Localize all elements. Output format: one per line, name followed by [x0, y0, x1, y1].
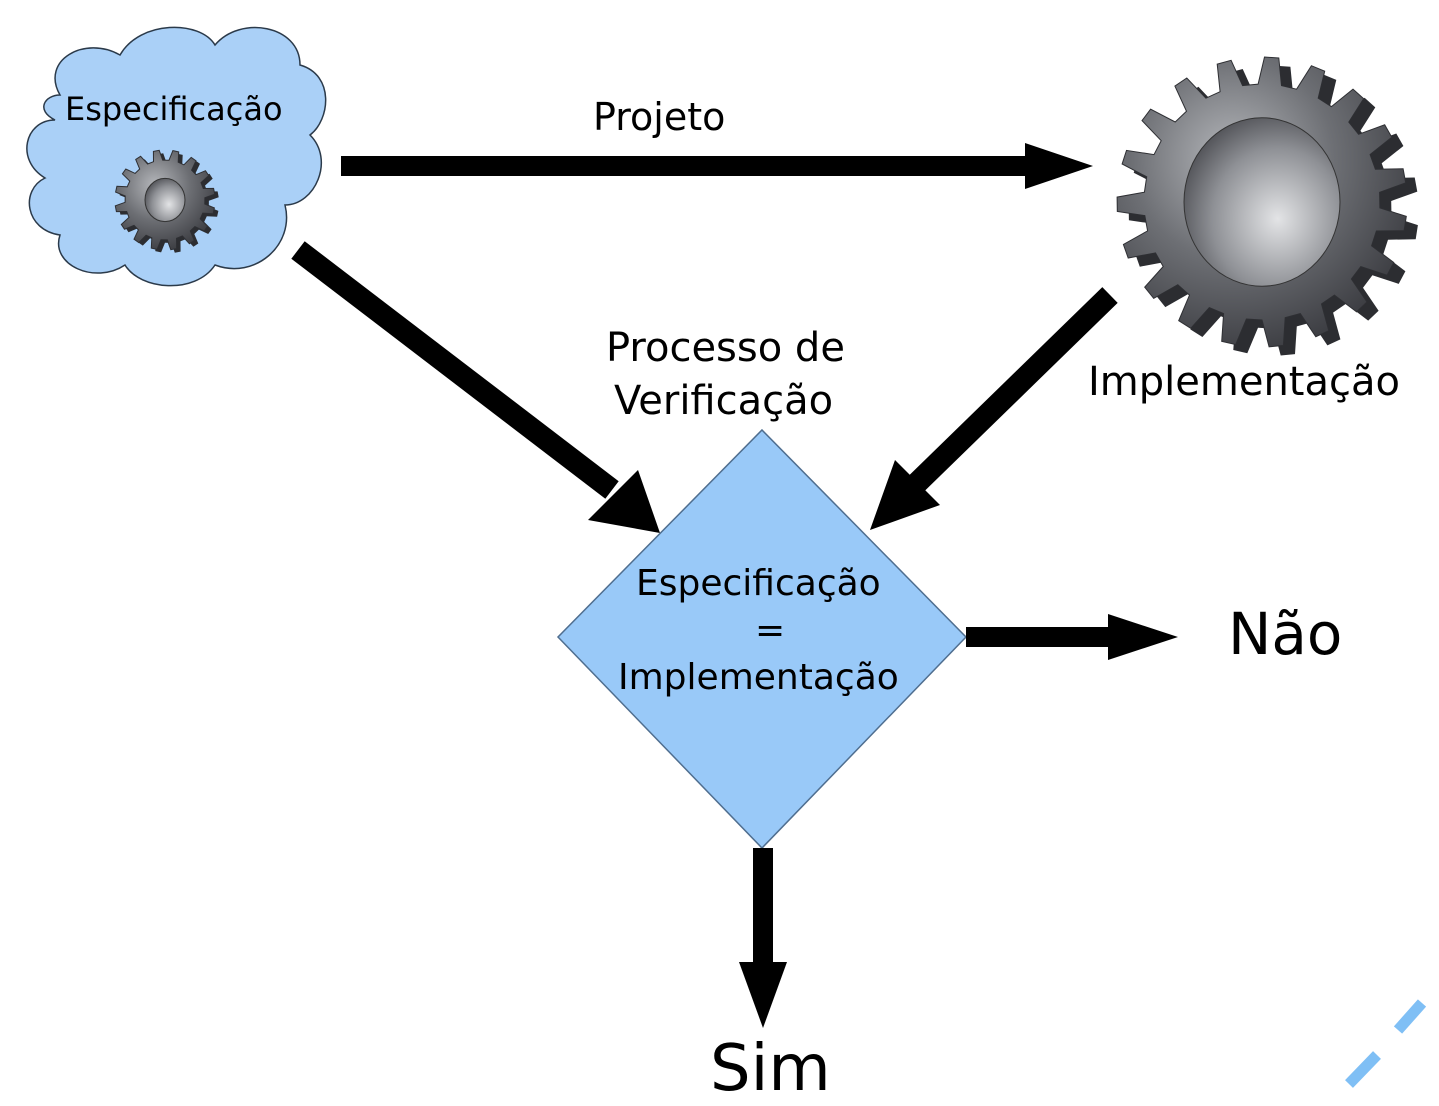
small-gear-icon [114, 149, 219, 253]
arrow-design [341, 143, 1093, 189]
condition-line2: = [755, 610, 786, 651]
condition-line1: Especificação [636, 563, 881, 604]
condition-line3: Implementação [618, 657, 899, 698]
arrow-to-yes [739, 848, 787, 1028]
design-edge-label: Projeto [593, 95, 726, 139]
arrow-impl-to-check [870, 287, 1118, 530]
arrow-spec-to-check [291, 241, 660, 533]
impl-label: Implementação [1088, 359, 1400, 405]
large-gear-icon [1116, 56, 1418, 356]
arrow-to-no [966, 614, 1178, 660]
verification-title-line1: Processo de [606, 325, 845, 371]
spec-label: Especificação [65, 90, 283, 128]
corner-accent [1345, 999, 1427, 1088]
gear-hole [144, 177, 186, 223]
outcome-yes: Sim [710, 1032, 831, 1106]
outcome-no: Não [1228, 600, 1343, 668]
gear-hole [1183, 117, 1341, 287]
verification-title-line2: Verificação [614, 378, 834, 424]
